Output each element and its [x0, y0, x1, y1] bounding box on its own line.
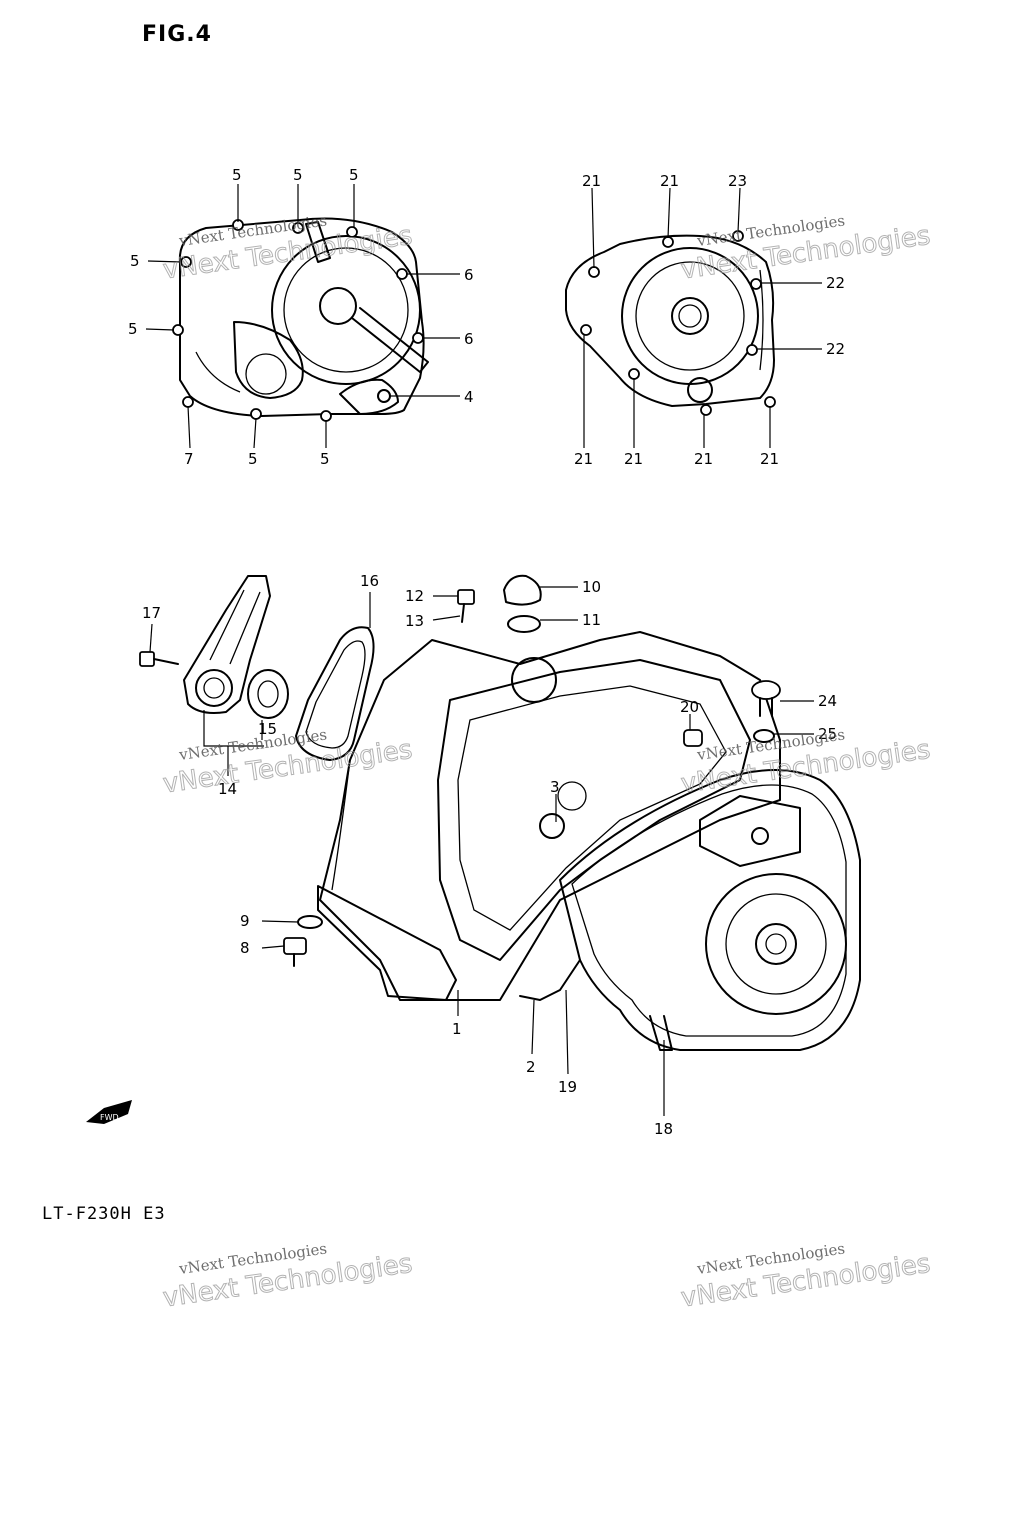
callout-2: 2 — [526, 1058, 536, 1076]
oil-filler-cap-10-11 — [503, 574, 542, 633]
callout-5: 5 — [128, 320, 138, 338]
callout-21: 21 — [624, 450, 643, 468]
callout-21: 21 — [582, 172, 601, 190]
callout-22: 22 — [826, 340, 845, 358]
callout-5: 5 — [232, 166, 242, 184]
crankcase — [317, 631, 861, 1051]
callout-13: 13 — [405, 612, 424, 630]
bolt-17 — [139, 651, 179, 667]
callout-24: 24 — [818, 692, 837, 710]
callout-5: 5 — [130, 252, 140, 270]
callout-16: 16 — [360, 572, 379, 590]
callout-labels: 5 5 5 5 5 6 6 4 7 5 5 21 21 23 22 22 21 … — [128, 166, 845, 1138]
callout-5: 5 — [349, 166, 359, 184]
callout-11: 11 — [582, 611, 601, 629]
plug-24-25 — [751, 680, 781, 743]
watermarks: vNext Technologies vNext Technologies vN… — [161, 211, 933, 1314]
callout-23: 23 — [728, 172, 747, 190]
callout-18: 18 — [654, 1120, 673, 1138]
figure-title: FIG.4 — [142, 22, 212, 47]
callout-19: 19 — [558, 1078, 577, 1096]
callout-8: 8 — [240, 939, 250, 957]
callout-4: 4 — [464, 388, 474, 406]
callout-21: 21 — [574, 450, 593, 468]
callout-9: 9 — [240, 912, 250, 930]
callout-22: 22 — [826, 274, 845, 292]
callout-15: 15 — [258, 720, 277, 738]
dowel-20 — [683, 729, 703, 747]
fwd-arrow-icon: FWD — [86, 1100, 132, 1124]
bearing-15 — [247, 669, 289, 719]
callout-21: 21 — [660, 172, 679, 190]
callout-7: 7 — [184, 450, 194, 468]
drain-plug-8-9 — [283, 915, 323, 967]
svg-text:FWD: FWD — [100, 1113, 119, 1122]
bolt-12-13 — [457, 589, 475, 623]
leader-lines — [145, 184, 822, 1116]
callout-21: 21 — [694, 450, 713, 468]
callout-5: 5 — [248, 450, 258, 468]
callout-6: 6 — [464, 266, 474, 284]
callout-10: 10 — [582, 578, 601, 596]
callout-21: 21 — [760, 450, 779, 468]
callout-17: 17 — [142, 604, 161, 622]
callout-5: 5 — [293, 166, 303, 184]
water-pump-cover-14 — [183, 575, 271, 714]
callout-20: 20 — [680, 698, 699, 716]
callout-1: 1 — [452, 1020, 462, 1038]
magneto-cover — [565, 234, 775, 407]
callout-12: 12 — [405, 587, 424, 605]
gasket-16 — [295, 626, 375, 761]
callout-6: 6 — [464, 330, 474, 348]
callout-25: 25 — [818, 725, 837, 743]
model-label: LT-F230H E3 — [42, 1204, 166, 1224]
callout-5: 5 — [320, 450, 330, 468]
callout-14: 14 — [218, 780, 237, 798]
callout-3: 3 — [550, 778, 560, 796]
